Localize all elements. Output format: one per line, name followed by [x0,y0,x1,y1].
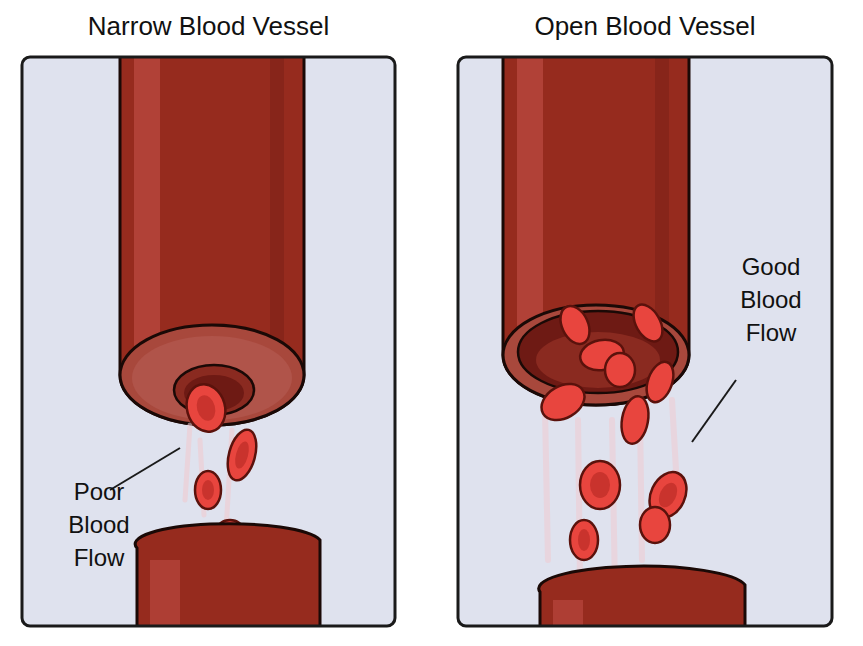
panel-border [22,57,395,626]
vessel-panel: Narrow Blood VesselPoor Blood Flow [22,57,395,626]
flow-label: Good Blood Flow [728,250,814,349]
narrow-vessel [120,57,320,626]
panel-border [458,57,832,626]
leader-line [692,380,736,442]
flow-label: Poor Blood Flow [56,475,142,574]
vessel-panel: Open Blood VesselGood Blood Flow [458,57,832,626]
open-vessel [503,57,745,626]
panel-title: Narrow Blood Vessel [22,11,395,42]
panel-title: Open Blood Vessel [458,11,832,42]
